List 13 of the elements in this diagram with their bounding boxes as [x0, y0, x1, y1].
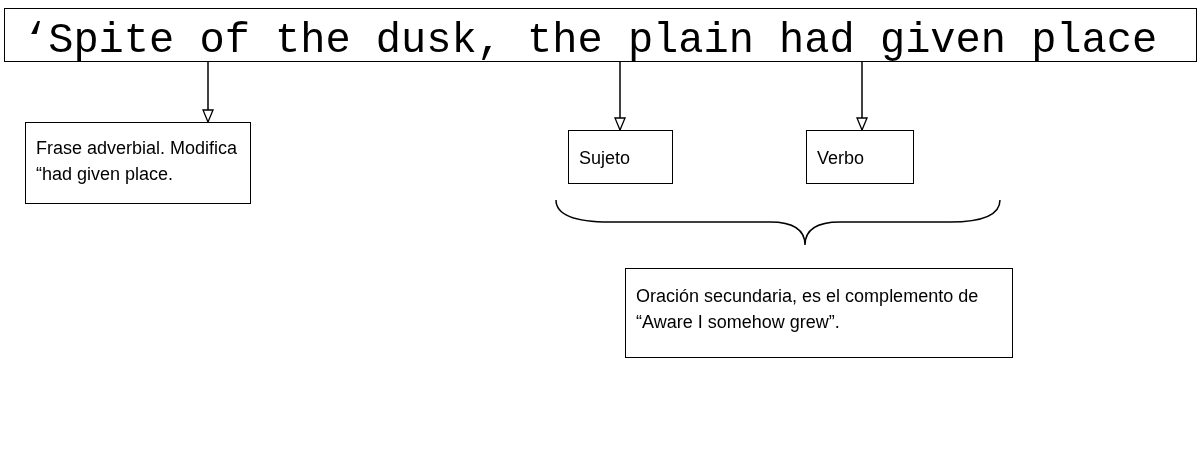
annotation-text: Frase adverbial. Modifica “had given place.	[36, 137, 239, 187]
box-label: Sujeto	[579, 147, 632, 170]
annotation-text: Oración secundaria, es el complemento de “Aware I somehow grew”.	[636, 285, 980, 335]
arrow	[614, 61, 626, 131]
sentence-text: ‘Spite of the dusk, the plain had given place	[23, 16, 1159, 67]
annotation-box	[25, 122, 251, 204]
sentence-box	[4, 8, 1197, 62]
label-box	[568, 130, 673, 184]
label-box	[806, 130, 914, 184]
arrow	[202, 61, 214, 123]
arrow	[856, 61, 868, 131]
annotation-box	[625, 268, 1013, 358]
box-label: Verbo	[817, 147, 866, 170]
